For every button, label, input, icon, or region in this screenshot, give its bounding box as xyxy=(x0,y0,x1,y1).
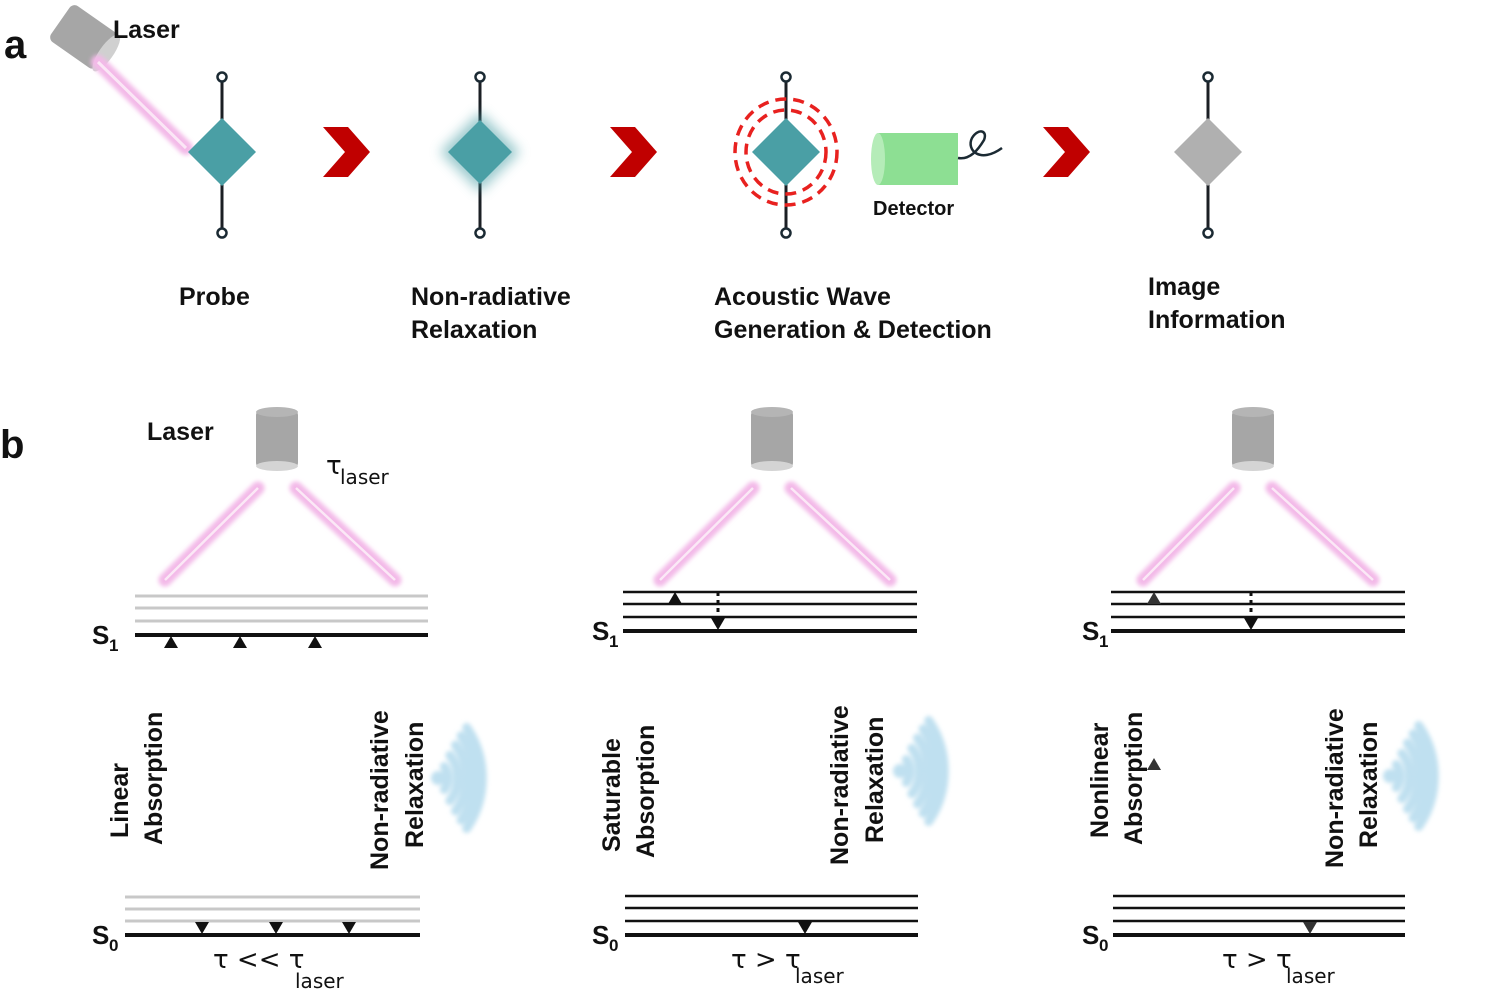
arrow-chevron-3 xyxy=(1043,127,1090,177)
svg-text:τ << τ: τ << τ xyxy=(213,945,304,975)
absorption-arrowhead xyxy=(668,592,682,604)
relaxation-arrowhead xyxy=(195,922,209,934)
absorption-arrowhead xyxy=(1147,592,1161,604)
relaxation-arrowhead xyxy=(269,922,283,934)
tau-laser-label: τ laser xyxy=(326,451,390,489)
heated-probe-icon xyxy=(440,71,520,239)
laser-beams xyxy=(1136,481,1380,587)
relaxation-arrowhead xyxy=(798,922,812,934)
absorption-label-1: Nonlinear xyxy=(1086,722,1114,838)
step-label-image-2: Information xyxy=(1148,306,1286,334)
absorption-label-1: Saturable xyxy=(598,738,626,852)
acoustic-wave-icon xyxy=(1383,721,1439,831)
absorption-label-2: Absorption xyxy=(1120,712,1148,845)
svg-text:S: S xyxy=(1082,616,1099,646)
laser-label: Laser xyxy=(113,16,180,44)
relaxation-label-2: Relaxation xyxy=(1355,722,1383,848)
acoustic-wave-rings xyxy=(733,97,839,207)
svg-text:0: 0 xyxy=(609,936,618,955)
svg-text:τ > τ: τ > τ xyxy=(731,945,801,975)
absorption-arrowhead xyxy=(233,636,247,648)
svg-text:laser: laser xyxy=(1286,964,1336,988)
svg-text:laser: laser xyxy=(795,964,845,988)
step-label-nonradiative-2: Relaxation xyxy=(411,316,537,344)
acoustic-probe-icon xyxy=(752,71,820,239)
svg-text:laser: laser xyxy=(340,465,390,489)
arrow-chevron-2 xyxy=(610,127,657,177)
absorption-arrowhead xyxy=(164,636,178,648)
probe-icon xyxy=(188,71,256,239)
svg-text:S: S xyxy=(592,920,609,950)
relaxation-label-1: Non-radiative xyxy=(826,705,854,865)
laser-label-b: Laser xyxy=(147,418,214,446)
panel-a-label: a xyxy=(4,23,27,67)
step-label-image-1: Image xyxy=(1148,273,1220,301)
detector-label: Detector xyxy=(873,198,954,220)
relaxation-label-1: Non-radiative xyxy=(1321,708,1349,868)
laser-beam xyxy=(91,55,193,155)
internal-conversion-arrowhead xyxy=(711,618,725,630)
relaxation-label-1: Non-radiative xyxy=(366,710,394,870)
arrow-chevron-1 xyxy=(323,127,370,177)
acoustic-wave-icon xyxy=(431,723,487,833)
laser-beams xyxy=(653,481,897,587)
step-label-nonradiative-1: Non-radiative xyxy=(411,283,571,311)
absorption-label-1: Linear xyxy=(106,763,134,838)
svg-text:1: 1 xyxy=(609,632,618,651)
svg-text:S: S xyxy=(592,616,609,646)
svg-text:laser: laser xyxy=(295,969,345,990)
svg-text:τ > τ: τ > τ xyxy=(1222,945,1292,975)
absorption-label-2: Absorption xyxy=(140,712,168,845)
svg-text:S: S xyxy=(92,620,109,650)
acoustic-wave-icon xyxy=(893,716,949,826)
svg-text:τ: τ xyxy=(326,451,342,481)
internal-conversion-arrowhead xyxy=(1244,618,1258,630)
detector-icon xyxy=(871,130,1003,185)
absorption-arrowhead-mid xyxy=(1147,758,1161,770)
svg-text:0: 0 xyxy=(1099,936,1108,955)
step-label-acoustic-1: Acoustic Wave xyxy=(714,283,891,311)
svg-text:S: S xyxy=(1082,920,1099,950)
step-label-acoustic-2: Generation & Detection xyxy=(714,316,992,344)
svg-text:S: S xyxy=(92,920,109,950)
laser-icon xyxy=(751,407,793,471)
relaxation-label-2: Relaxation xyxy=(861,717,889,843)
laser-icon xyxy=(1232,407,1274,471)
panel-b-label: b xyxy=(0,423,24,467)
absorption-label-2: Absorption xyxy=(632,725,660,858)
svg-text:1: 1 xyxy=(109,636,118,655)
image-probe-icon xyxy=(1174,71,1242,239)
svg-text:1: 1 xyxy=(1099,632,1108,651)
svg-text:0: 0 xyxy=(109,936,118,955)
laser-icon xyxy=(256,407,298,471)
step-label-probe: Probe xyxy=(179,283,250,311)
relaxation-label-2: Relaxation xyxy=(401,722,429,848)
relaxation-arrowhead xyxy=(1303,922,1317,934)
relaxation-arrowhead xyxy=(342,922,356,934)
laser-beams xyxy=(158,481,402,587)
absorption-arrowhead xyxy=(308,636,322,648)
